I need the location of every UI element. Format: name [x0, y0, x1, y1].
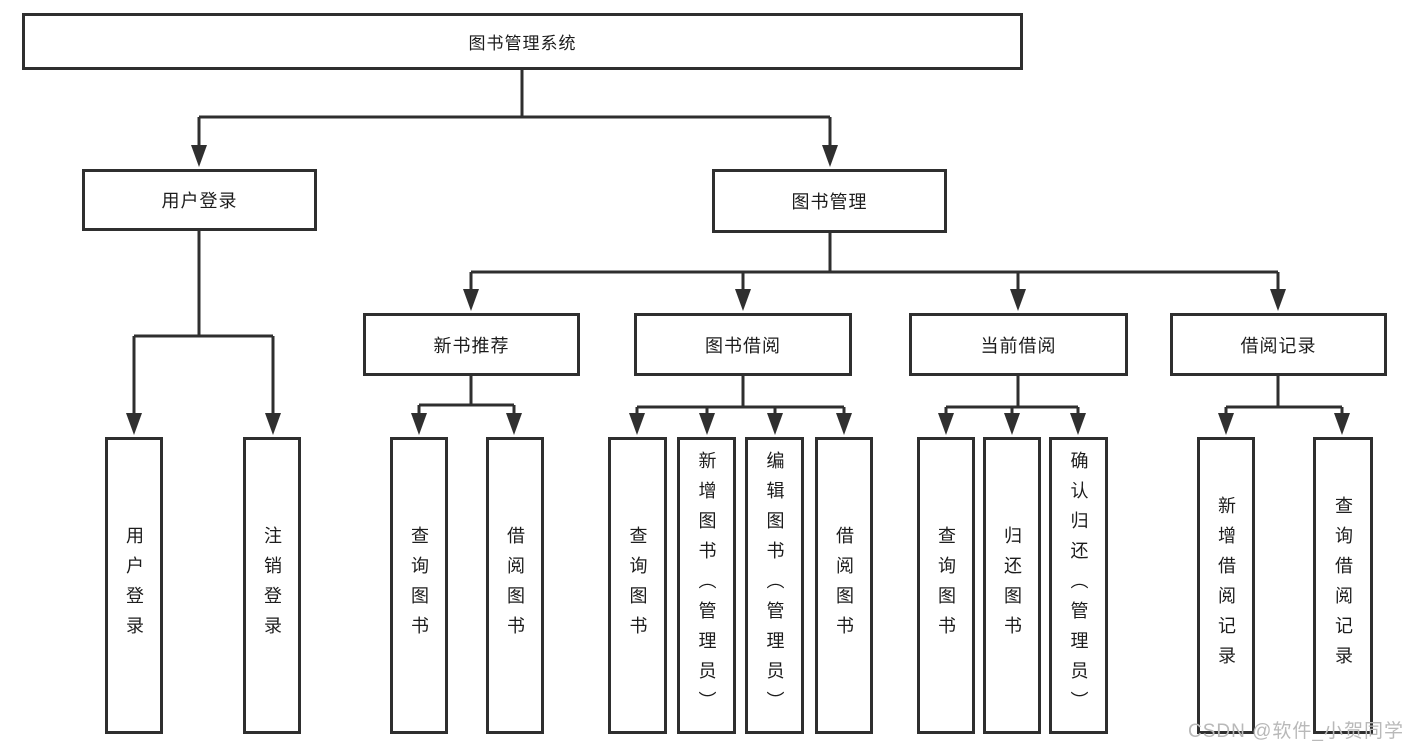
node-new-book-recommendation: 新书推荐: [363, 313, 580, 376]
arrow-down-icon: [1270, 289, 1286, 311]
leaf-query-borrow-record: 查询借阅记录: [1313, 437, 1373, 734]
leaf-logout: 注销登录: [243, 437, 301, 734]
connector-line: [469, 233, 1280, 294]
arrowheads: [126, 145, 1350, 435]
arrow-down-icon: [699, 413, 715, 435]
connector-line: [944, 376, 1080, 418]
node-current-borrowing: 当前借阅: [909, 313, 1128, 376]
arrow-down-icon: [463, 289, 479, 311]
arrow-down-icon: [126, 413, 142, 435]
arrow-down-icon: [629, 413, 645, 435]
arrow-down-icon: [191, 145, 207, 167]
connector-line: [417, 376, 516, 418]
arrow-down-icon: [1334, 413, 1350, 435]
node-library-management-system: 图书管理系统: [22, 13, 1023, 70]
connector-line: [197, 70, 832, 150]
arrow-down-icon: [1218, 413, 1234, 435]
node-borrowing-records: 借阅记录: [1170, 313, 1387, 376]
leaf-add-book-admin: 新增图书（管理员）: [677, 437, 736, 734]
leaf-borrow-books-recommend: 借阅图书: [486, 437, 544, 734]
connector-line: [132, 231, 275, 418]
leaf-edit-book-admin: 编辑图书（管理员）: [745, 437, 804, 734]
connector-line: [635, 376, 846, 418]
leaf-query-books-recommend: 查询图书: [390, 437, 448, 734]
node-book-management: 图书管理: [712, 169, 947, 233]
arrow-down-icon: [938, 413, 954, 435]
arrow-down-icon: [1004, 413, 1020, 435]
arrow-down-icon: [411, 413, 427, 435]
connector-paths: [132, 70, 1344, 418]
node-user-login: 用户登录: [82, 169, 317, 231]
connector-line: [1224, 376, 1344, 418]
leaf-query-books-current: 查询图书: [917, 437, 975, 734]
leaf-query-books-borrowing: 查询图书: [608, 437, 667, 734]
arrow-down-icon: [822, 145, 838, 167]
arrow-down-icon: [1010, 289, 1026, 311]
watermark: CSDN @软件_小贺同学: [1188, 721, 1404, 742]
node-book-borrowing: 图书借阅: [634, 313, 852, 376]
leaf-return-book: 归还图书: [983, 437, 1041, 734]
leaf-user-login: 用户登录: [105, 437, 163, 734]
arrow-down-icon: [506, 413, 522, 435]
arrow-down-icon: [735, 289, 751, 311]
leaf-confirm-return-admin: 确认归还（管理员）: [1049, 437, 1108, 734]
arrow-down-icon: [836, 413, 852, 435]
arrow-down-icon: [767, 413, 783, 435]
arrow-down-icon: [265, 413, 281, 435]
leaf-add-borrow-record: 新增借阅记录: [1197, 437, 1255, 734]
leaf-borrow-books-borrowing: 借阅图书: [815, 437, 873, 734]
arrow-down-icon: [1070, 413, 1086, 435]
